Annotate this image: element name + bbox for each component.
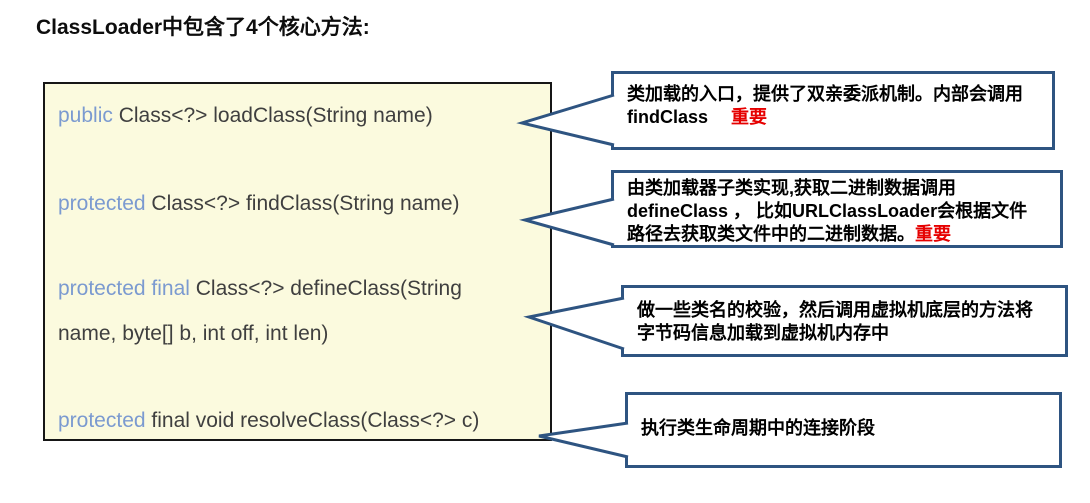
callout-text: 类加载的入口，提供了双亲委派机制。内部会调用: [627, 84, 1023, 104]
callout-text: 由类加载器子类实现,获取二进制数据调用: [627, 178, 956, 198]
keyword-public: public: [58, 104, 113, 127]
page-title: ClassLoader中包含了4个核心方法:: [36, 16, 370, 39]
method-defineclass-line2: name, byte[] b, int off, int len): [58, 322, 328, 346]
callout-loadclass-note: 类加载的入口，提供了双亲委派机制。内部会调用 findClass 重要: [611, 71, 1055, 150]
method-defineclass-line1: protected final Class<?> defineClass(Str…: [58, 277, 462, 301]
important-label: 重要: [915, 224, 951, 244]
keyword-protected: protected: [58, 192, 146, 215]
callout-text-line: 执行类生命周期中的连接阶段: [641, 417, 1059, 440]
callout-text-line: defineClass ， 比如URLClassLoader会根据文件: [627, 200, 1060, 223]
callout-resolveclass-note: 执行类生命周期中的连接阶段: [625, 392, 1062, 468]
callout-text: 路径去获取类文件中的二进制数据。: [627, 224, 915, 244]
method-defineclass-signature: Class<?> defineClass(String: [189, 277, 462, 300]
important-label: 重要: [731, 107, 768, 127]
callout-text-line: findClass 重要: [627, 106, 1052, 129]
callout-findclass-note: 由类加载器子类实现,获取二进制数据调用 defineClass ， 比如URLC…: [611, 170, 1063, 248]
callout-tail-resolveclass: [538, 421, 629, 459]
method-resolveclass-signature: final void resolveClass(Class<?> c): [145, 409, 480, 432]
callout-text-line: 路径去获取类文件中的二进制数据。重要: [627, 223, 1060, 246]
callout-text: 执行类生命周期中的连接阶段: [641, 418, 875, 438]
callout-text-line: 由类加载器子类实现,获取二进制数据调用: [627, 177, 1060, 200]
callout-defineclass-note: 做一些类名的校验，然后调用虚拟机底层的方法将 字节码信息加载到虚拟机内存中: [621, 285, 1068, 357]
method-findclass-signature: Class<?> findClass(String name): [145, 192, 460, 215]
callout-text: 字节码信息加载到虚拟机内存中: [637, 323, 889, 343]
callout-text: 做一些类名的校验，然后调用虚拟机底层的方法将: [637, 300, 1033, 320]
callout-text-line: 做一些类名的校验，然后调用虚拟机底层的方法将: [637, 299, 1065, 322]
callout-text: defineClass ， 比如URLClassLoader会根据文件: [627, 201, 1028, 221]
method-loadclass: public Class<?> loadClass(String name): [58, 104, 433, 128]
method-defineclass-params: name, byte[] b, int off, int len): [58, 322, 329, 345]
keyword-protected-final: protected final: [58, 277, 190, 300]
keyword-protected: protected: [58, 409, 146, 432]
method-loadclass-signature: Class<?> loadClass(String name): [112, 104, 433, 127]
classloader-code-box: public Class<?> loadClass(String name) p…: [43, 82, 552, 441]
method-findclass: protected Class<?> findClass(String name…: [58, 192, 460, 216]
callout-text-line: 字节码信息加载到虚拟机内存中: [637, 322, 1065, 345]
callout-text-line: 类加载的入口，提供了双亲委派机制。内部会调用: [627, 83, 1052, 106]
method-resolveclass: protected final void resolveClass(Class<…: [58, 409, 479, 433]
callout-text: findClass: [627, 107, 732, 127]
